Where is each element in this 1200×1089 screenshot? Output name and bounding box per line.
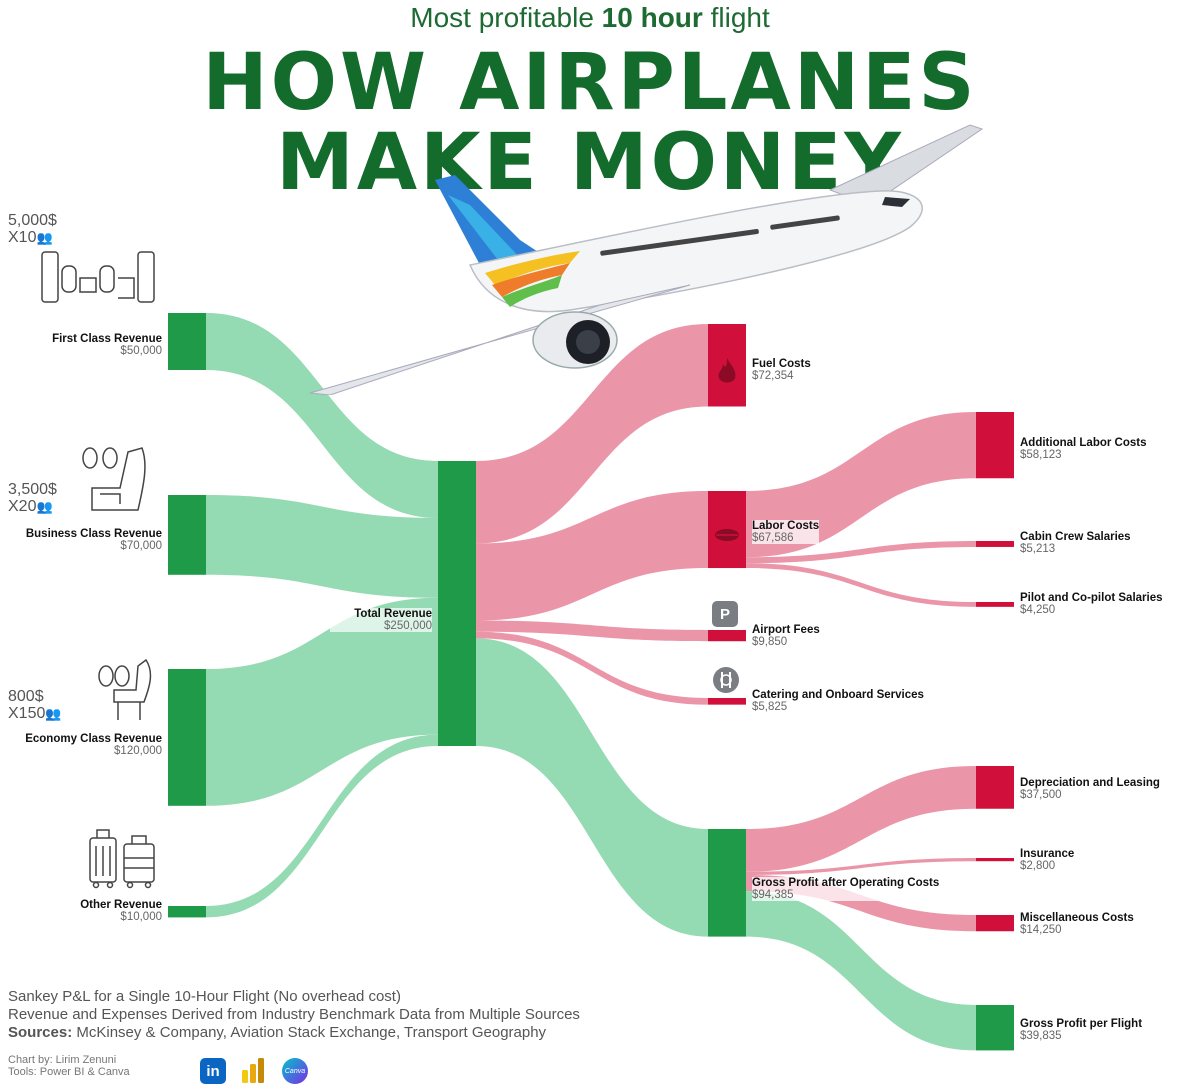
parking-icon: P (712, 601, 738, 627)
label-depreciation: Depreciation and Leasing $37,500 (1020, 777, 1160, 801)
sankey-node-total (438, 461, 476, 746)
lips-icon (715, 529, 739, 541)
label-insurance: Insurance $2,800 (1020, 848, 1075, 872)
sankey-link-total-catering (476, 631, 708, 705)
sankey-link-total-gross_op (476, 638, 708, 937)
sankey-nodes (168, 313, 1014, 1051)
headline-line-1: HOW AIRPLANES (202, 38, 978, 128)
label-fuel-costs: Fuel Costs $72,354 (752, 358, 811, 382)
people-icon: 👥 (36, 230, 53, 245)
economy-seat-icon (98, 658, 152, 720)
label-catering: Catering and Onboard Services $5,825 (752, 689, 924, 713)
sankey-node-gross_op (708, 829, 746, 937)
linkedin-icon[interactable]: in (200, 1058, 226, 1084)
luggage-icon (89, 829, 155, 889)
label-total-revenue: Total Revenue $250,000 (330, 608, 432, 632)
business-seat-icon (82, 447, 146, 511)
sankey-link-total-airport (476, 620, 708, 642)
sankey-node-economy (168, 669, 206, 806)
first-class-price: 5,000$ X10👥 (8, 212, 57, 246)
label-business-class: Business Class Revenue $70,000 (25, 528, 162, 552)
label-gross-profit-flight: Gross Profit per Flight $39,835 (1020, 1018, 1143, 1042)
footer-line-2: Revenue and Expenses Derived from Indust… (8, 1006, 580, 1023)
people-icon: 👥 (45, 706, 62, 721)
headline-line-2: MAKE MONEY (276, 118, 904, 208)
sankey-node-gross_flight (976, 1005, 1014, 1051)
footer-notes: Sankey P&L for a Single 10-Hour Flight (… (8, 988, 868, 1042)
footer-line-1: Sankey P&L for a Single 10-Hour Flight (… (8, 988, 401, 1005)
sankey-node-depr (976, 766, 1014, 809)
sankey-link-labor-cabin (746, 541, 976, 564)
sankey-link-other-total (206, 734, 438, 918)
sankey-link-gross_op-depr (746, 766, 976, 872)
label-pilot-salaries: Pilot and Co-pilot Salaries $4,250 (1020, 592, 1163, 616)
sankey-node-cabin (976, 541, 1014, 547)
plate-cutlery-icon (713, 667, 739, 693)
sankey-link-labor-pilot (746, 563, 976, 607)
sankey-node-airport (708, 630, 746, 642)
sankey-link-first-total (206, 313, 438, 518)
sankey-node-catering (708, 698, 746, 705)
label-additional-labor: Additional Labor Costs $58,123 (1020, 437, 1147, 461)
label-other-revenue: Other Revenue $10,000 (80, 899, 162, 923)
business-class-price: 3,500$ X20👥 (8, 481, 57, 515)
canva-icon[interactable]: Canva (282, 1058, 308, 1084)
sankey-node-insurance (976, 858, 1014, 862)
flame-icon (718, 358, 736, 383)
label-cabin-crew: Cabin Crew Salaries $5,213 (1020, 531, 1131, 555)
footer-sources: Sources: McKinsey & Company, Aviation St… (8, 1024, 547, 1041)
sankey-node-first (168, 313, 206, 370)
sankey-node-other (168, 906, 206, 918)
sankey-node-pilot (976, 602, 1014, 607)
powerbi-icon (242, 1058, 264, 1083)
sankey-link-total-fuel (476, 324, 708, 544)
sankey-links (206, 313, 976, 1051)
label-economy-class: Economy Class Revenue $120,000 (25, 733, 162, 757)
label-labor-costs: Labor Costs $67,586 (752, 520, 820, 544)
airplane-icon (309, 124, 984, 395)
label-gross-profit-operating: Gross Profit after Operating Costs $94,3… (752, 877, 940, 901)
subtitle: Most profitable 10 hour flight (410, 2, 770, 33)
first-class-seat-icon (41, 251, 155, 303)
label-first-class: First Class Revenue $50,000 (52, 333, 162, 357)
sankey-link-total-labor (476, 491, 708, 621)
label-airport-fees: Airport Fees $9,850 (752, 624, 820, 648)
sankey-node-add_labor (976, 412, 1014, 479)
sankey-link-economy-total (206, 597, 438, 806)
economy-class-price: 800$ X150👥 (8, 688, 62, 722)
sankey-link-gross_op-insurance (746, 858, 976, 875)
sankey-node-business (168, 495, 206, 575)
sankey-link-gross_op-gross_flight (746, 891, 976, 1051)
credit: Chart by: Lirim Zenuni Tools: Power BI &… (8, 1054, 130, 1078)
label-misc-costs: Miscellaneous Costs $14,250 (1020, 912, 1134, 936)
people-icon: 👥 (36, 499, 53, 514)
sankey-link-business-total (206, 495, 438, 598)
sankey-node-misc (976, 915, 1014, 932)
